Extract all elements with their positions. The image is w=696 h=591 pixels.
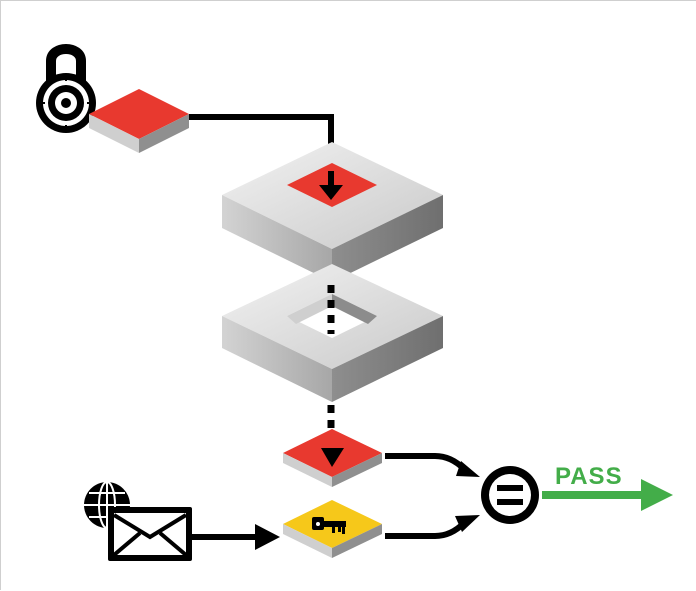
message-input-arrow bbox=[191, 524, 280, 550]
pass-label: PASS bbox=[555, 463, 623, 490]
comparison-connectors bbox=[385, 453, 480, 539]
padlock-icon bbox=[36, 44, 96, 133]
primary-processing-block bbox=[222, 142, 443, 282]
equals-comparator-icon bbox=[481, 466, 539, 524]
pass-result-arrow bbox=[542, 479, 673, 511]
primary-input-arrow-head bbox=[319, 185, 343, 200]
result-block-red bbox=[283, 429, 382, 487]
input-block-red bbox=[89, 89, 189, 153]
envelope-icon bbox=[108, 507, 192, 561]
key-icon bbox=[312, 517, 346, 534]
